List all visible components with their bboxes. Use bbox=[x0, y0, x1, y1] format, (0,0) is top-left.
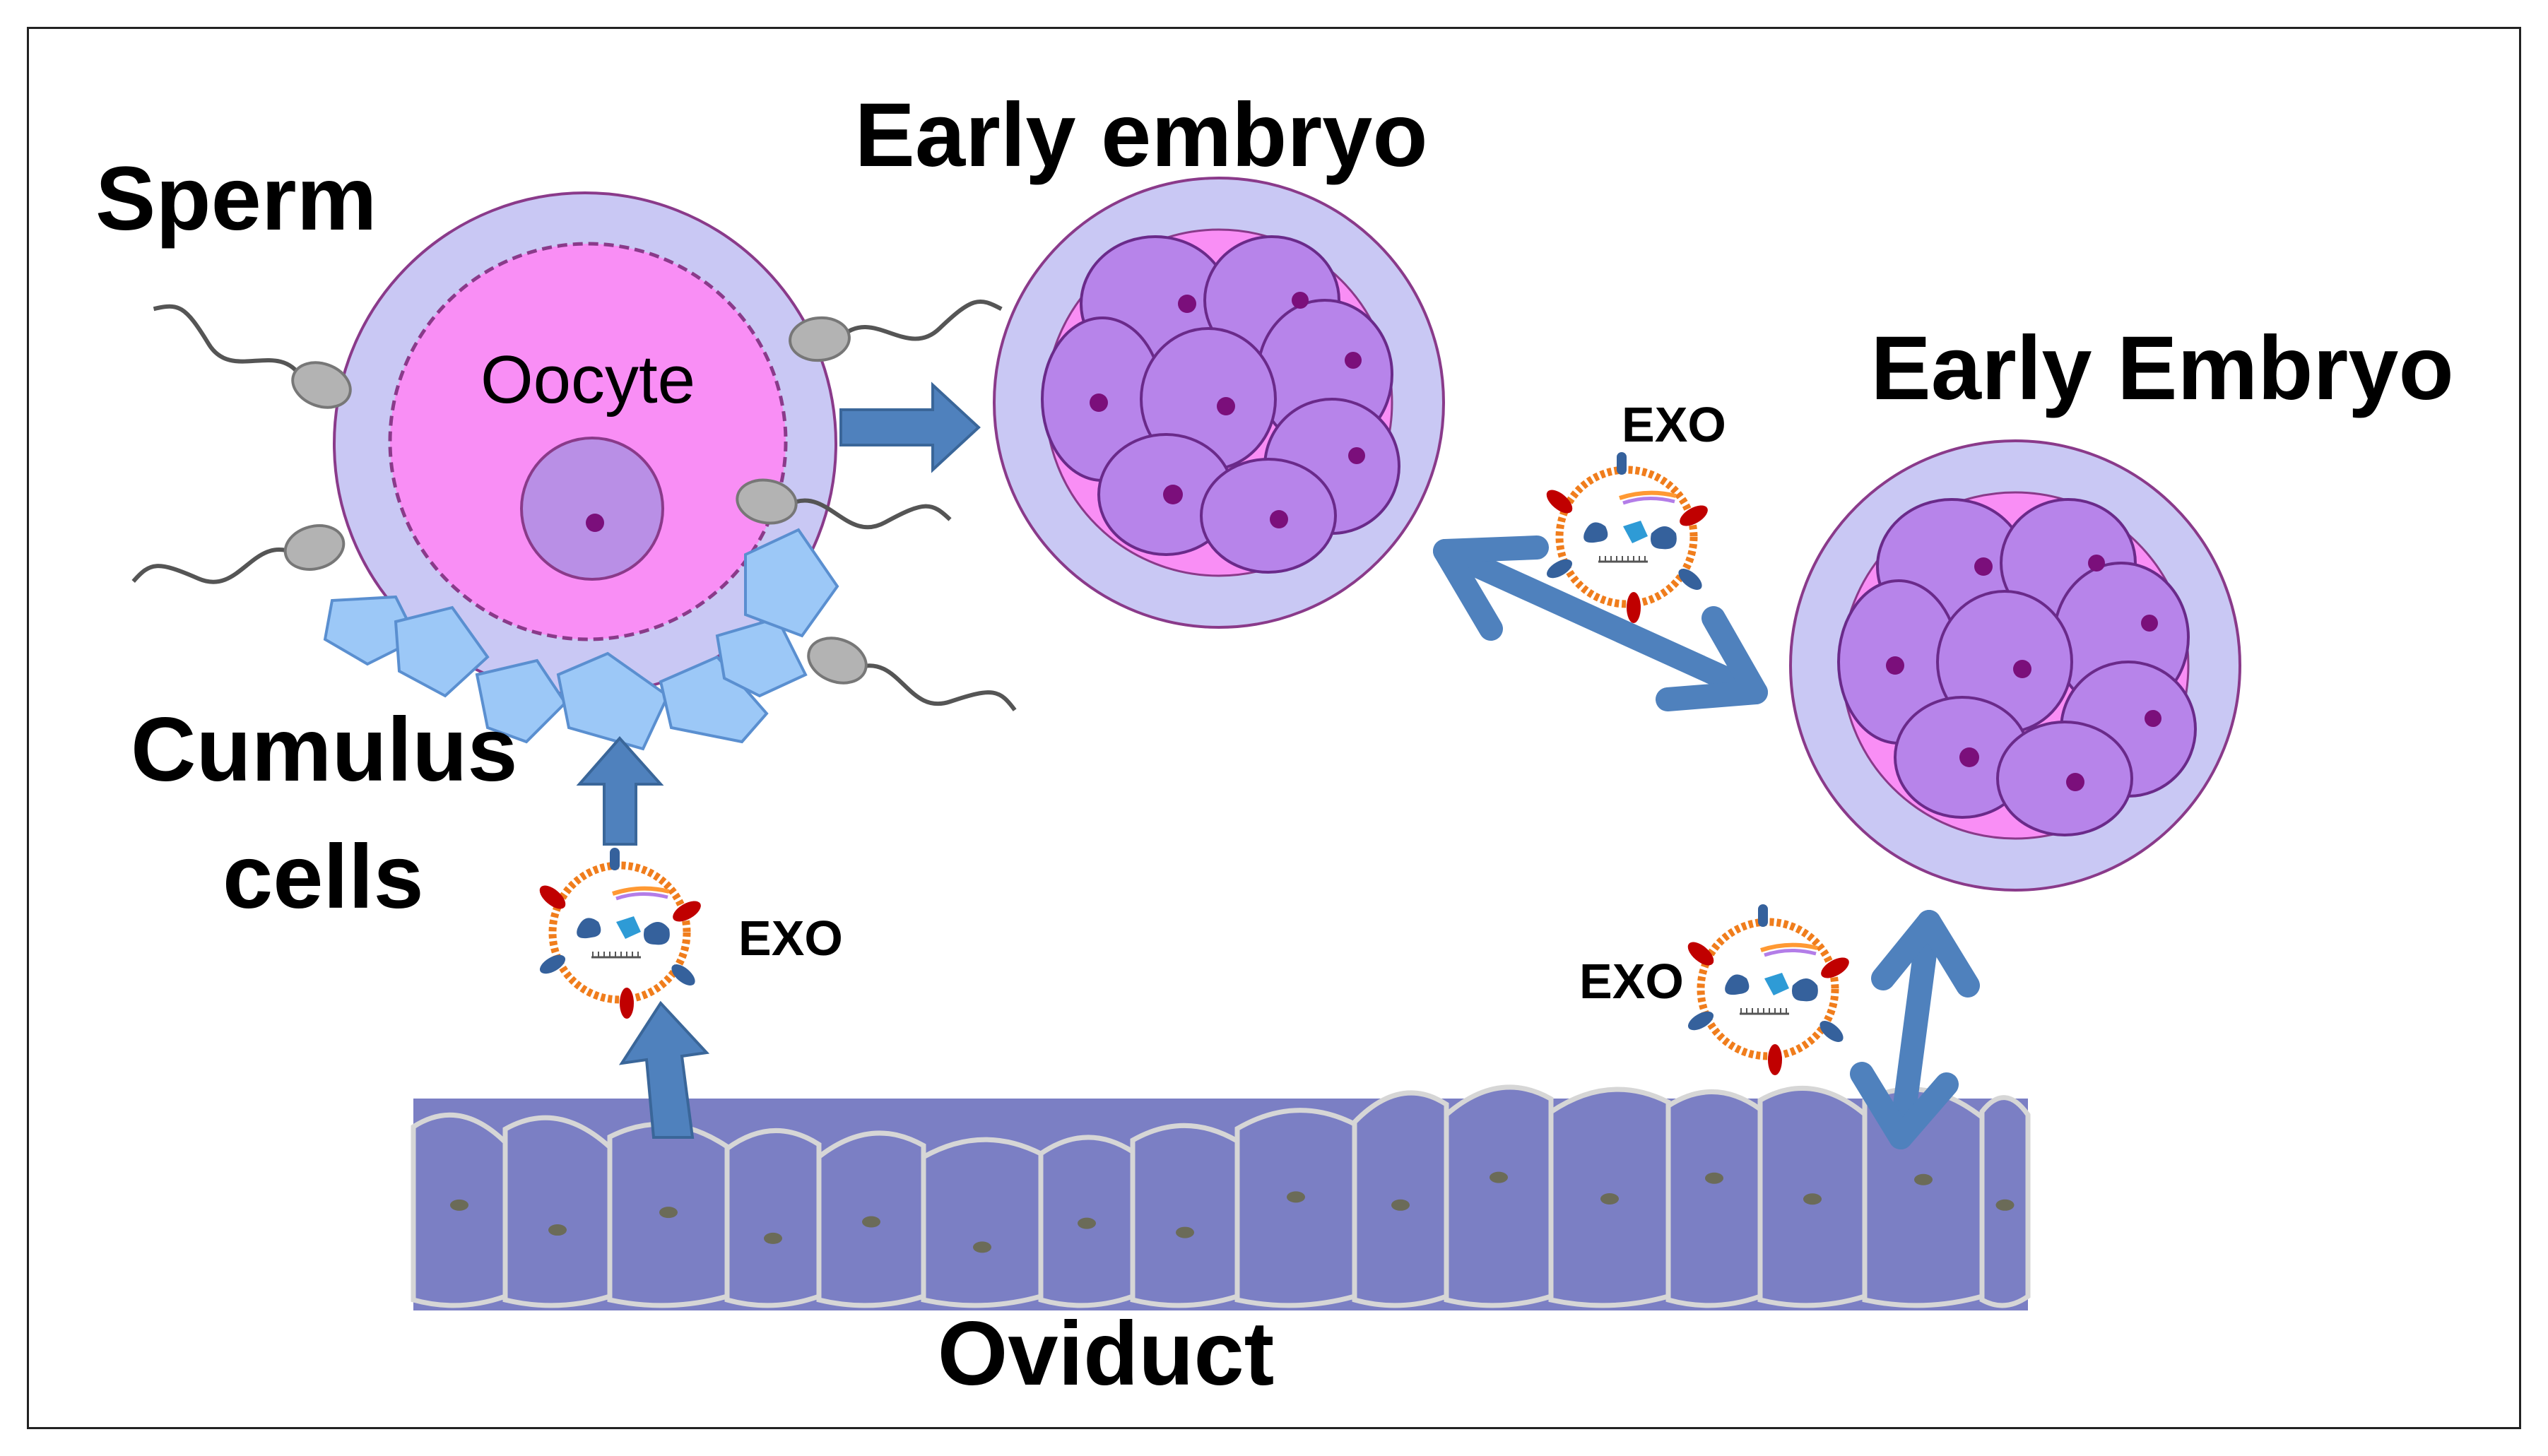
sperm-top-right bbox=[788, 300, 1004, 362]
oviduct-cell bbox=[921, 1137, 1044, 1308]
oviduct-cell-nucleus bbox=[1600, 1192, 1619, 1205]
figure-border bbox=[27, 27, 2521, 1429]
arrow-exo-to-cumulus bbox=[576, 735, 664, 846]
double-arrow-embryo-embryo bbox=[1433, 539, 1768, 704]
double-arrows bbox=[1433, 535, 1980, 1149]
arrow-oocyte-to-embryo bbox=[839, 381, 981, 473]
sperm-label: Sperm bbox=[95, 148, 377, 249]
oviduct-cell-nucleus bbox=[1176, 1226, 1194, 1238]
exosome-bottom-right bbox=[1684, 904, 1852, 1075]
arrows bbox=[576, 381, 981, 1139]
oviduct-cell bbox=[724, 1127, 822, 1308]
oviduct-cell-nucleus bbox=[1705, 1172, 1723, 1184]
oviduct-label: Oviduct bbox=[938, 1303, 1275, 1404]
oviduct-cell bbox=[1234, 1108, 1357, 1308]
exo-label-top: EXO bbox=[1622, 397, 1726, 452]
oviduct-cell-nucleus bbox=[1078, 1217, 1096, 1229]
oocyte-nucleus bbox=[520, 437, 664, 581]
sperm-left bbox=[131, 517, 348, 615]
cumulus-label-line1: Cumulus bbox=[131, 699, 518, 800]
oviduct-cell bbox=[1130, 1123, 1240, 1308]
oviduct-cell bbox=[502, 1115, 613, 1308]
oviduct-cell bbox=[1352, 1090, 1449, 1308]
oviduct-epithelium bbox=[411, 1084, 2031, 1310]
sperm-top-left bbox=[141, 300, 357, 415]
exosome-left bbox=[536, 848, 704, 1019]
early-embryo-2 bbox=[1789, 439, 2241, 892]
double-arrow-oviduct-embryo bbox=[1889, 910, 1941, 1149]
oocyte-label: Oocyte bbox=[480, 342, 695, 418]
oviduct-cell-nucleus bbox=[1914, 1173, 1933, 1185]
oocyte-nucleolus bbox=[586, 514, 604, 532]
exo-label-bottom-right: EXO bbox=[1579, 954, 1684, 1009]
early-embryo-2-label: Early Embryo bbox=[1870, 318, 2453, 419]
oviduct-cell bbox=[1665, 1089, 1763, 1308]
oviduct-cell-nucleus bbox=[1490, 1171, 1508, 1183]
oviduct-cell-nucleus bbox=[450, 1199, 468, 1211]
early-embryo-1-label: Early embryo bbox=[854, 85, 1427, 186]
oviduct-cell bbox=[1444, 1084, 1554, 1308]
oviduct-cell-nucleus bbox=[1287, 1191, 1305, 1203]
arrow-oviduct-to-exo bbox=[618, 1000, 710, 1139]
oviduct-cell-nucleus bbox=[1995, 1199, 2015, 1211]
oviduct-cell-nucleus bbox=[1391, 1199, 1410, 1211]
oviduct-cell-nucleus bbox=[764, 1232, 782, 1244]
cumulus-label-line2: cells bbox=[223, 827, 424, 928]
cumulus-cells bbox=[323, 528, 839, 751]
oviduct-cell-nucleus bbox=[548, 1224, 567, 1236]
oviduct-cell-nucleus bbox=[973, 1241, 991, 1253]
sperm-bottom-right bbox=[802, 628, 1018, 743]
oviduct-cell-nucleus bbox=[862, 1216, 880, 1228]
oviduct-cell-nucleus bbox=[1803, 1193, 1822, 1205]
oocyte-complex: Oocyte Sperm Cumulus cells bbox=[95, 148, 1018, 928]
early-embryo-1 bbox=[993, 177, 1445, 629]
oviduct-cell-nucleus bbox=[659, 1207, 678, 1219]
exo-label-left: EXO bbox=[738, 911, 843, 966]
